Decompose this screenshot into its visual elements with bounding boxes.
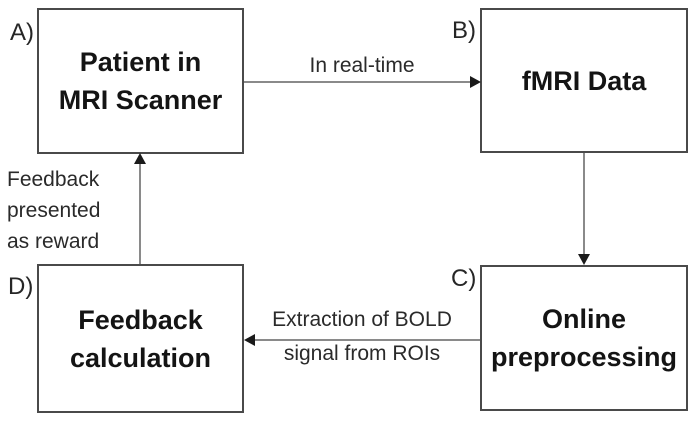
node-letter-c: C) xyxy=(451,265,477,292)
node-title: Feedback calculation xyxy=(69,304,212,373)
node-patient-in-mri-scanner: Patient in MRI Scanner xyxy=(37,8,244,154)
arrow-cd-arrowhead-icon xyxy=(244,334,255,346)
arrow-ab-arrowhead-icon xyxy=(470,76,481,88)
node-feedback-calculation: Feedback calculation xyxy=(37,264,244,413)
arrow-cd-label: Extraction of BOLD signal from ROIs xyxy=(272,308,452,365)
arrow-da-line xyxy=(139,164,141,264)
node-letter-b: B) xyxy=(452,17,476,44)
arrow-da-label: Feedback presented as reward xyxy=(7,168,101,253)
node-letter-a: A) xyxy=(10,19,34,46)
node-online-preprocessing: Online preprocessing xyxy=(480,265,688,411)
node-title: Patient in MRI Scanner xyxy=(58,47,223,115)
arrow-bc-line xyxy=(583,153,585,255)
node-fmri-data: fMRI Data xyxy=(480,8,688,153)
arrow-bc-arrowhead-icon xyxy=(578,254,590,265)
arrow-ab-label: In real-time xyxy=(309,54,415,77)
node-title: fMRI Data xyxy=(521,65,647,96)
arrow-da-arrowhead-icon xyxy=(134,153,146,164)
arrow-ab-line xyxy=(244,81,472,83)
node-title: Online preprocessing xyxy=(490,304,678,372)
arrow-cd-line xyxy=(253,339,480,341)
node-letter-d: D) xyxy=(8,273,34,300)
